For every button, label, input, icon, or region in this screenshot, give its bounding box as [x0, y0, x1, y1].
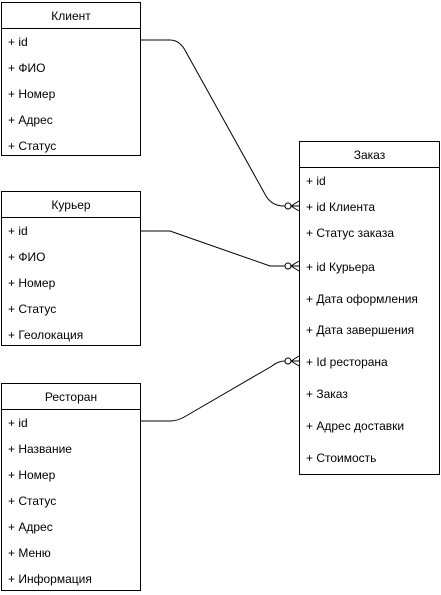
- restaurant-attr-id: + id: [8, 416, 28, 430]
- client-attr-status: + Статус: [8, 139, 57, 153]
- client-attr-address: + Адрес: [8, 113, 53, 127]
- order-attr-restaurant-id: + Id ресторана: [306, 355, 388, 369]
- order-attr-completed-date: + Дата завершения: [306, 323, 415, 337]
- courier-attr-id: + id: [8, 224, 28, 238]
- link-courier-order: [141, 230, 300, 272]
- courier-attr-phone: + Номер: [8, 276, 56, 290]
- client-attr-phone: + Номер: [8, 87, 56, 101]
- order-attr-client-id: + id Клиента: [306, 200, 376, 214]
- entity-order-title: Заказ: [300, 142, 439, 168]
- order-attr-delivery-address: + Адрес доставки: [306, 419, 405, 433]
- restaurant-attr-info: + Информация: [8, 572, 92, 586]
- client-attr-id: + id: [8, 35, 28, 49]
- entity-client-title: Клиент: [2, 3, 140, 29]
- order-attr-order: + Заказ: [306, 387, 348, 401]
- link-restaurant-order: [141, 355, 300, 422]
- courier-attr-fio: + ФИО: [8, 250, 46, 264]
- link-client-order: [141, 39, 300, 212]
- order-attr-created-date: + Дата оформления: [306, 291, 418, 306]
- entity-order[interactable]: Заказ + id + id Клиента + Статус заказа …: [299, 141, 440, 475]
- restaurant-attr-menu: + Меню: [8, 546, 51, 560]
- restaurant-attr-address: + Адрес: [8, 520, 53, 534]
- entity-courier[interactable]: Курьер + id + ФИО + Номер + Статус + Гео…: [1, 191, 141, 346]
- client-attr-fio: + ФИО: [8, 61, 46, 75]
- order-attr-order-status: + Статус заказа: [306, 226, 395, 240]
- order-attr-courier-id: + id Курьера: [306, 260, 375, 274]
- order-attr-cost: + Стоимость: [306, 451, 377, 465]
- courier-attr-status: + Статус: [8, 302, 57, 316]
- entity-client[interactable]: Клиент + id + ФИО + Номер + Адрес + Стат…: [1, 2, 141, 156]
- courier-attr-geolocation: + Геолокация: [8, 328, 84, 342]
- entity-restaurant[interactable]: Ресторан + id + Название + Номер + Стату…: [1, 383, 141, 591]
- restaurant-attr-name: + Название: [8, 442, 72, 456]
- restaurant-attr-phone: + Номер: [8, 468, 56, 482]
- order-attr-id: + id: [306, 174, 326, 188]
- restaurant-attr-status: + Статус: [8, 494, 57, 508]
- entity-restaurant-title: Ресторан: [2, 384, 140, 410]
- entity-courier-title: Курьер: [2, 192, 140, 218]
